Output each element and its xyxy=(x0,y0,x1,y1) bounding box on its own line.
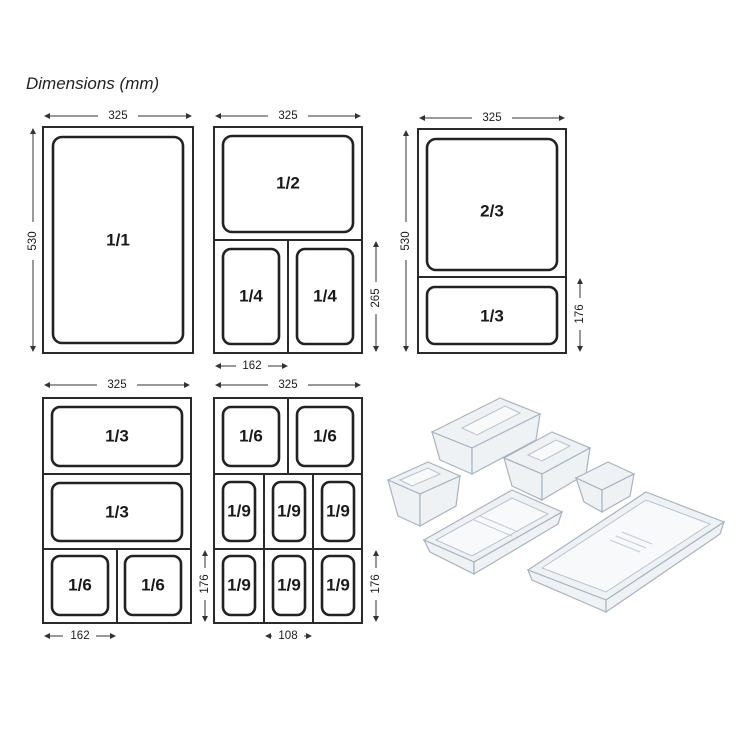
pan-1-6 xyxy=(123,554,183,617)
pan-label-1-4: 1/4 xyxy=(239,286,263,305)
pan-1-1 xyxy=(51,135,185,345)
dim-width-label: 325 xyxy=(107,379,126,391)
pan-1-4 xyxy=(295,247,355,346)
pan-label-1-6: 1/6 xyxy=(239,426,263,445)
pan-1-9 xyxy=(320,480,356,543)
dim-width-label: 325 xyxy=(278,110,297,122)
pan-photo-ninth xyxy=(574,461,636,514)
pan-1-4 xyxy=(221,247,281,346)
pan-label-1-3: 1/3 xyxy=(480,306,504,325)
pan-1-9 xyxy=(221,554,257,617)
dim-height-label: 176 xyxy=(574,304,586,323)
pan-label-1-3: 1/3 xyxy=(105,502,129,521)
panel-sixths-ninths: 1/6 1/6 1/9 1/9 1/9 1/9 1/9 1/9 325 176 … xyxy=(213,379,382,642)
pan-label-1-6: 1/6 xyxy=(141,575,165,594)
dim-width-label: 108 xyxy=(278,630,297,642)
pan-1-9 xyxy=(221,480,257,543)
pan-photo-ninth xyxy=(386,461,462,528)
dim-width-label: 325 xyxy=(482,112,501,124)
dim-width-label: 325 xyxy=(108,110,127,122)
clear-food-pans-photo-icon xyxy=(386,397,726,614)
dim-height-label: 176 xyxy=(370,574,382,593)
pan-1-6 xyxy=(50,554,110,617)
pan-photo-half xyxy=(422,489,564,576)
pan-label-1-9: 1/9 xyxy=(227,575,251,594)
pan-label-1-6: 1/6 xyxy=(68,575,92,594)
dim-width-label: 162 xyxy=(70,630,89,642)
dim-width-label: 325 xyxy=(278,379,297,391)
dim-height-label: 530 xyxy=(27,231,39,250)
pan-label-1-4: 1/4 xyxy=(313,286,337,305)
pan-label-1-1: 1/1 xyxy=(106,230,130,249)
dim-width-label: 162 xyxy=(242,360,261,372)
pan-photo-third xyxy=(430,397,542,475)
pan-label-1-9: 1/9 xyxy=(277,501,301,520)
pan-label-1-9: 1/9 xyxy=(326,575,350,594)
panel-half-quarters: 1/2 1/4 1/4 325 265 162 xyxy=(213,110,382,372)
pan-1-3 xyxy=(50,405,184,468)
pan-label-1-2: 1/2 xyxy=(276,173,300,192)
pan-photo-full xyxy=(526,491,726,614)
pan-1-3 xyxy=(50,481,184,543)
pan-label-1-3: 1/3 xyxy=(105,426,129,445)
pan-label-1-9: 1/9 xyxy=(277,575,301,594)
pan-label-2-3: 2/3 xyxy=(480,201,504,220)
dim-height-label: 176 xyxy=(199,574,211,593)
panel-thirds-sixths: 1/3 1/3 1/6 1/6 325 176 162 xyxy=(42,379,211,642)
pan-1-9 xyxy=(271,554,307,617)
dim-height-label: 530 xyxy=(400,231,412,250)
pan-photo-sixth xyxy=(502,431,592,502)
pan-1-6 xyxy=(221,405,281,468)
panel-full-size: 1/1 325 530 xyxy=(27,110,194,354)
pan-1-9 xyxy=(320,554,356,617)
pan-1-2 xyxy=(221,134,355,234)
pan-1-9 xyxy=(271,480,307,543)
pan-2-3 xyxy=(425,137,559,272)
pan-1-3 xyxy=(425,285,559,346)
pan-label-1-6: 1/6 xyxy=(313,426,337,445)
page-title: Dimensions (mm) xyxy=(26,74,160,93)
pan-1-6 xyxy=(295,405,355,468)
pan-label-1-9: 1/9 xyxy=(326,501,350,520)
pan-label-1-9: 1/9 xyxy=(227,501,251,520)
panel-two-thirds: 2/3 1/3 325 530 176 xyxy=(400,112,586,354)
dim-height-label: 265 xyxy=(370,288,382,307)
